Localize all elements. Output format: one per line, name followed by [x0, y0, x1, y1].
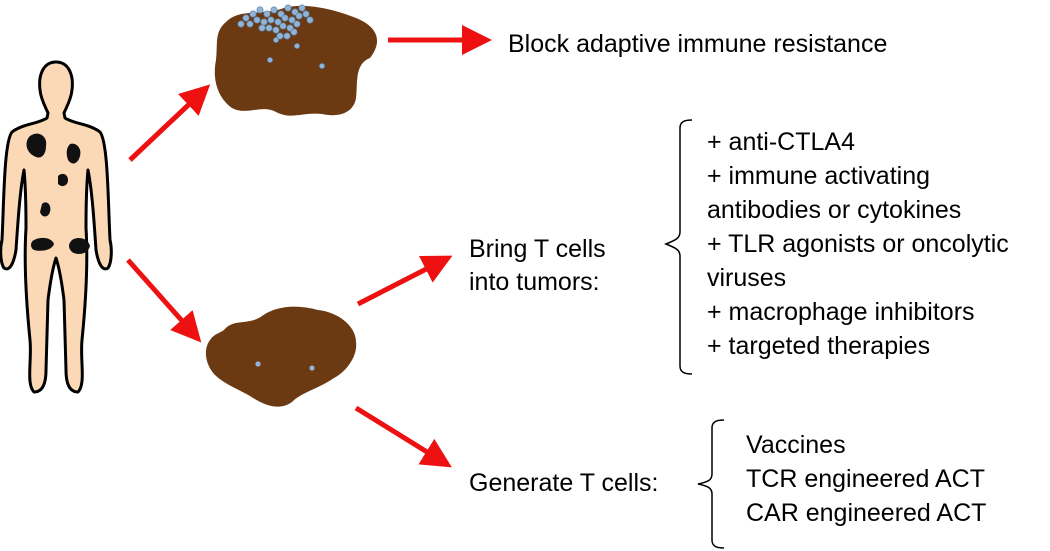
bring-branch-label-line2: into tumors: — [469, 268, 600, 296]
bring-branch-list: + anti-CTLA4 + immune activating antibod… — [707, 125, 1009, 363]
generate-branch-list: Vaccines TCR engineered ACT CAR engineer… — [746, 428, 986, 530]
t-cell-icon — [255, 361, 261, 367]
list-item: + immune activating — [707, 162, 931, 190]
brace-icon — [663, 119, 693, 375]
list-item: + TLR agonists or oncolytic — [707, 230, 1009, 258]
t-cell-cluster — [237, 4, 325, 69]
arrow-icon — [128, 84, 211, 162]
list-item: CAR engineered ACT — [746, 499, 987, 527]
arrow-icon — [126, 258, 202, 343]
arrows — [126, 25, 492, 468]
list-item: TCR engineered ACT — [746, 465, 986, 493]
list-item: + targeted therapies — [707, 332, 931, 360]
tumor-icon-cold — [205, 306, 357, 407]
arrow-icon — [356, 255, 453, 307]
t-cell-icon — [309, 365, 315, 371]
tumor-icon-infiltrated — [214, 4, 378, 116]
outcome-label: Block adaptive immune resistance — [508, 30, 888, 58]
human-body-icon — [0, 60, 113, 394]
list-item: + anti-CTLA4 — [707, 128, 855, 156]
list-item: antibodies or cytokines — [707, 196, 962, 224]
arrow-icon — [354, 405, 452, 468]
brace-icon — [697, 419, 725, 549]
bring-branch-label-line1: Bring T cells — [469, 235, 606, 263]
list-item: + macrophage inhibitors — [707, 298, 975, 326]
list-item: viruses — [707, 264, 787, 292]
list-item: Vaccines — [746, 431, 846, 459]
lesions — [26, 133, 90, 254]
generate-branch-label: Generate T cells: — [469, 469, 659, 497]
